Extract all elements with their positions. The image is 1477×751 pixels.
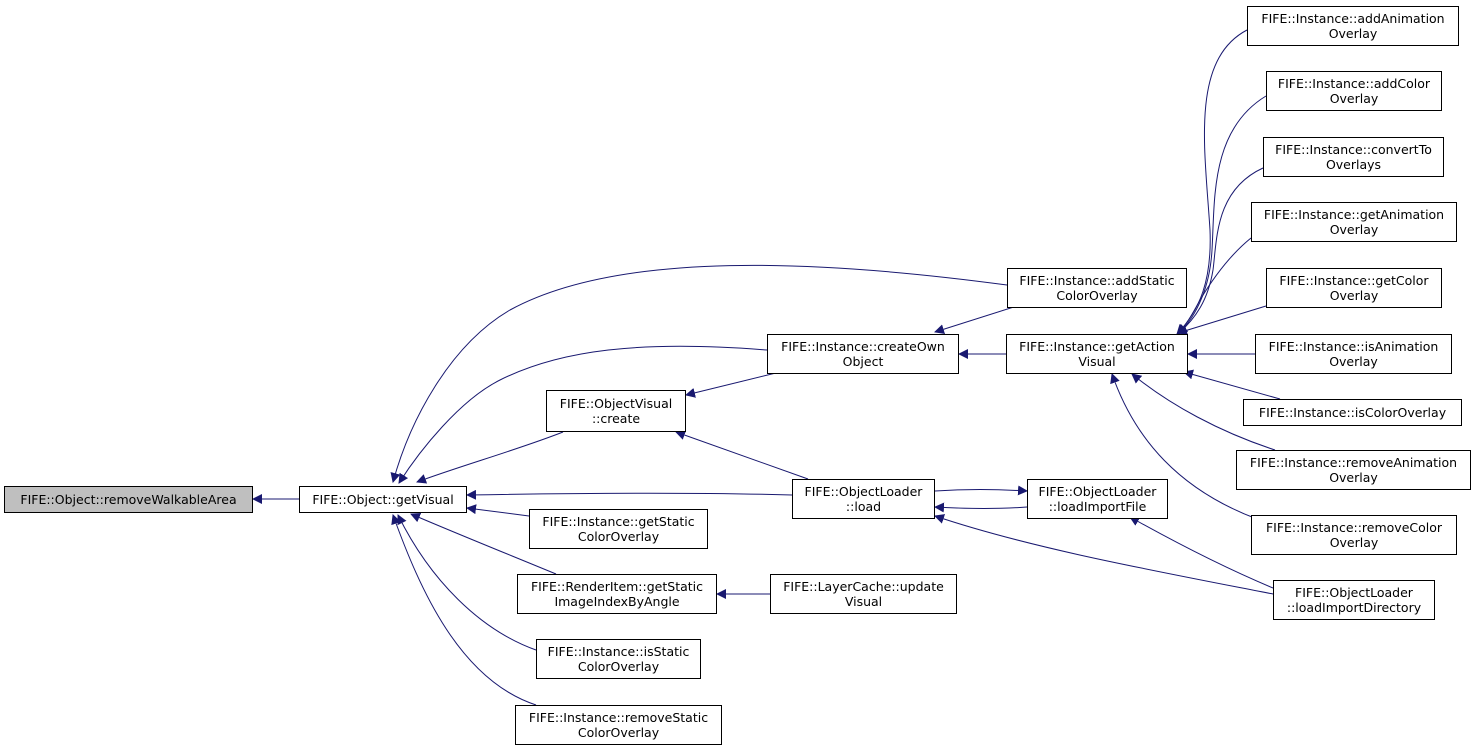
node-label-line: FIFE::Instance::removeStatic [528,710,709,725]
edge-isColor-to-getActionVisual [1183,369,1281,400]
node-label-line: ImageIndexByAngle [554,594,680,609]
node-label-line: ColorOverlay [577,529,660,544]
node-label-line: Overlay [1329,535,1379,550]
edge-createOwnObject-to-getVisual [398,345,768,484]
edge-addColor-to-getActionVisual [1177,95,1267,335]
node-remove-walkable-area: FIFE::Object::removeWalkableArea [4,486,253,513]
node-label-line: FIFE::Instance::createOwn [781,339,945,354]
node-label-line: ::loadImportFile [1048,499,1147,514]
node-label-line: FIFE::Instance::isStatic [547,644,690,659]
node-label-line: Overlay [1329,288,1379,303]
node-label-line: FIFE::Instance::isAnimation [1268,339,1439,354]
node-label-line: FIFE::Instance::getColor [1279,273,1429,288]
edge-olLoad-to-getVisual [466,489,793,500]
node-label-line: FIFE::ObjectVisual [559,396,673,411]
edge-ovCreate-to-getVisual [416,431,564,484]
edge-removeColor-to-getActionVisual [1110,373,1258,520]
node-object-visual-create[interactable]: FIFE::ObjectVisual::create [546,390,686,432]
edge-loadImportFile-to-olLoad [934,502,1028,513]
edge-addStatic-to-getVisual [390,264,1008,483]
node-label-line: FIFE::Object::getVisual [312,492,454,507]
node-label-line: FIFE::Instance::isColorOverlay [1258,405,1447,420]
node-label-line: ColorOverlay [577,659,660,674]
edge-createOwnObject-to-ovCreate [685,371,781,398]
node-label-line: FIFE::Instance::addAnimation [1261,11,1445,26]
node-instance-is-color-overlay[interactable]: FIFE::Instance::isColorOverlay [1243,399,1462,426]
node-label-line: Overlay [1329,470,1378,485]
node-label-line: Object [842,354,884,369]
edge-convertTo-to-getActionVisual [1177,167,1264,335]
edge-olLoad-to-ovCreate [675,430,809,480]
node-label-line: FIFE::Instance::removeColor [1265,520,1443,535]
node-label-line: FIFE::LayerCache::update [783,579,944,594]
node-label-line: FIFE::ObjectLoader [1295,585,1413,600]
edge-getAnim-to-getActionVisual [1177,237,1252,335]
node-label-line: Overlay [1329,354,1378,369]
node-label-line: Overlays [1325,157,1382,172]
node-label-line: FIFE::Instance::addColor [1277,76,1431,91]
edge-getColor-to-getActionVisual [1177,305,1267,336]
node-label-line: Visual [844,594,883,609]
edge-riGetStatic-to-getVisual [410,512,557,575]
node-label-line: FIFE::Instance::getAction [1019,339,1175,354]
node-label-line: ColorOverlay [577,725,660,740]
node-label-line: ColorOverlay [1056,288,1138,303]
node-label-line: FIFE::Object::removeWalkableArea [20,492,237,507]
node-label-line: FIFE::Instance::getStatic [542,514,695,529]
node-object-loader-load[interactable]: FIFE::ObjectLoader::load [792,479,935,519]
node-label-line: ::loadImportDirectory [1286,600,1422,615]
node-label-line: Overlay [1329,222,1379,237]
edge-addStatic-to-createOwnObject [934,305,1018,335]
edge-instIsStatic-to-getVisual [397,514,537,651]
edge-loadImportDir-to-olLoad [934,514,1274,595]
node-label-line: FIFE::Instance::removeAnimation [1249,455,1458,470]
edge-removeAnim-to-getActionVisual [1131,373,1276,451]
node-label-line: ::create [591,411,641,426]
node-label-line: ::load [845,499,882,514]
node-object-loader-load-import-file[interactable]: FIFE::ObjectLoader::loadImportFile [1027,479,1168,519]
node-label-line: FIFE::Instance::convertTo [1275,142,1432,157]
node-label-line: FIFE::ObjectLoader [804,484,923,499]
edge-instRemoveStatic-to-getVisual [391,514,537,706]
edge-olLoad-to-loadImportFile [934,485,1028,496]
edge-addAnim-to-getActionVisual [1176,29,1248,335]
node-label-line: FIFE::Instance::addStatic [1019,273,1175,288]
edge-loadImportDir-to-loadImportFile [1129,516,1274,589]
node-object-get-visual[interactable]: FIFE::Object::getVisual [299,486,467,513]
edge-instGetStatic-to-getVisual [466,504,530,517]
node-label-line: FIFE::Instance::getAnimation [1263,207,1445,222]
node-label-line: FIFE::RenderItem::getStatic [530,579,704,594]
node-label-line: Overlay [1328,26,1378,41]
node-label-line: Overlay [1329,91,1379,106]
node-label-line: Visual [1078,354,1116,369]
node-label-line: FIFE::ObjectLoader [1038,484,1157,499]
node-object-loader-load-import-directory[interactable]: FIFE::ObjectLoader::loadImportDirectory [1273,580,1435,620]
